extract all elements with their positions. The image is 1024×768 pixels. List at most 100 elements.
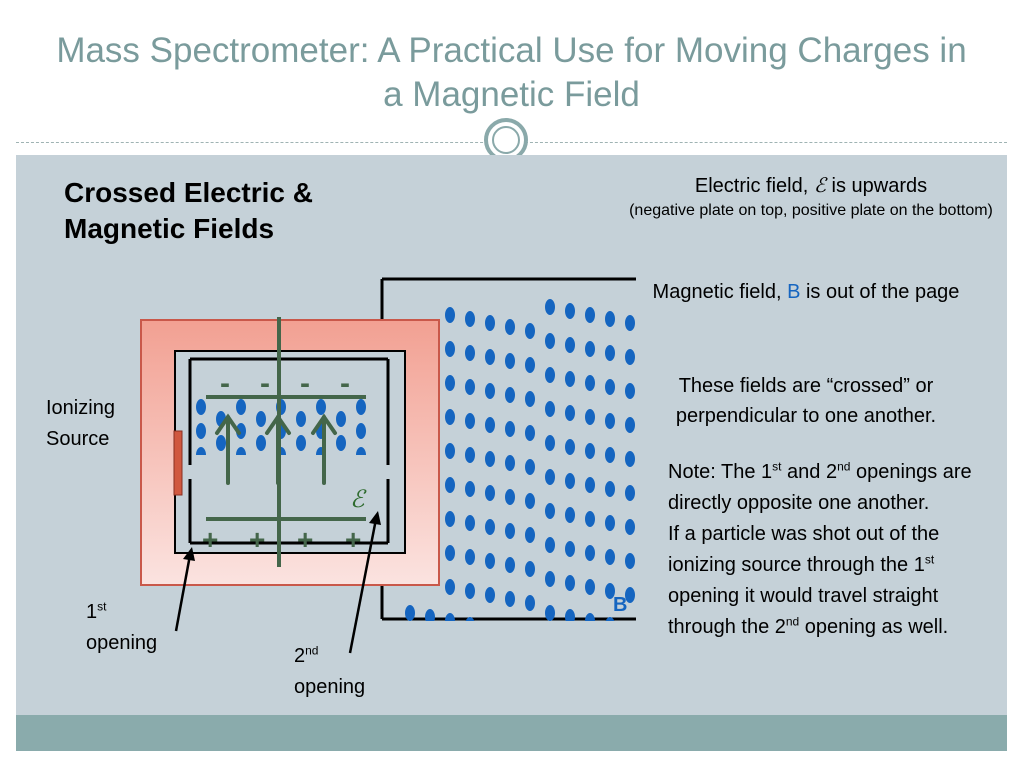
content-area: - - - - + + + + ℰ B	[16, 155, 1007, 715]
field-dot	[545, 367, 555, 383]
inner-field-dot	[216, 435, 226, 451]
field-dot	[545, 605, 555, 621]
field-dot	[545, 401, 555, 417]
field-dot	[445, 375, 455, 391]
field-dot	[425, 609, 435, 621]
field-dot	[465, 651, 475, 667]
field-dot	[545, 299, 555, 315]
field-dot	[525, 493, 535, 509]
opening1-number: 1	[86, 601, 98, 623]
field-dot	[445, 443, 455, 459]
field-dot	[405, 605, 415, 621]
field-dot	[565, 575, 575, 591]
field-dot	[525, 663, 535, 679]
electric-field-symbol-text: ℰ	[813, 173, 826, 197]
field-dot	[565, 405, 575, 421]
field-dot	[565, 337, 575, 353]
field-dot	[645, 625, 655, 641]
field-dot	[525, 323, 535, 339]
field-dot	[565, 371, 575, 387]
field-dot	[625, 587, 635, 603]
field-dot	[585, 511, 595, 527]
section-heading: Crossed Electric & Magnetic Fields	[64, 177, 313, 244]
plus-sign: +	[297, 524, 313, 555]
ionizing-label-line: Ionizing	[46, 397, 115, 419]
field-dot	[525, 561, 535, 577]
opening2-word: opening	[294, 676, 366, 698]
electric-field-sep: ,	[802, 175, 809, 197]
field-dot	[565, 609, 575, 621]
field-dot	[425, 643, 435, 659]
inner-field-dot	[256, 435, 266, 451]
field-dot	[665, 323, 675, 339]
inner-field-dot	[196, 399, 206, 415]
inner-field-dot	[196, 423, 206, 439]
note-text-part: and 2	[781, 461, 838, 483]
field-dot	[625, 315, 635, 331]
field-dot	[545, 571, 555, 587]
field-dot	[545, 469, 555, 485]
note-text-part: opening it would travel straight through…	[668, 585, 939, 638]
inner-field-dot	[356, 399, 366, 415]
field-dot	[445, 545, 455, 561]
note-superscript: st	[772, 459, 782, 474]
field-dot	[625, 655, 635, 671]
field-dot	[605, 413, 615, 429]
note-paragraph-1: Note: The 1st and 2nd openings are direc…	[668, 457, 998, 519]
magnetic-field-direction: is out of the page	[805, 281, 960, 303]
electric-field-detail: (negative plate on top, positive plate o…	[629, 202, 993, 219]
field-dot	[505, 557, 515, 573]
field-dot	[505, 523, 515, 539]
opening2-pointer	[348, 511, 381, 654]
ionizing-source-label: Ionizing Source	[46, 393, 115, 455]
field-dot	[625, 553, 635, 569]
field-dot	[445, 579, 455, 595]
field-dot	[605, 617, 615, 621]
second-opening-label: 2nd opening	[294, 641, 365, 703]
field-dot	[605, 379, 615, 395]
field-dot	[585, 409, 595, 425]
inner-field-dot	[356, 447, 366, 455]
note-text-part: If a particle was shot out of the ionizi…	[668, 523, 940, 576]
field-dot	[645, 353, 655, 369]
inner-field-dot	[296, 411, 306, 427]
field-dot	[445, 477, 455, 493]
field-dot	[545, 435, 555, 451]
field-dot	[625, 519, 635, 535]
field-dot	[645, 319, 655, 335]
field-dot	[525, 595, 535, 611]
field-dot	[525, 459, 535, 475]
field-dot	[625, 621, 635, 637]
field-dot	[505, 625, 515, 641]
inner-field-dot	[296, 435, 306, 451]
electric-field-description: Electric field, ℰ is upwards (negative p…	[626, 171, 996, 222]
field-dot	[485, 349, 495, 365]
magnetic-field-label: Magnetic field,	[652, 281, 782, 303]
field-dot	[405, 639, 415, 655]
slide: Mass Spectrometer: A Practical Use for M…	[16, 15, 1007, 751]
crossed-fields-text: These fields are “crossed” or perpendicu…	[675, 375, 937, 427]
inner-field-dot	[336, 435, 346, 451]
opening1-superscript: st	[97, 599, 107, 614]
opening2-number: 2	[294, 645, 306, 667]
field-dot	[465, 549, 475, 565]
field-dot	[465, 447, 475, 463]
field-dot	[525, 527, 535, 543]
field-dot	[605, 311, 615, 327]
electric-field-arrow	[311, 413, 337, 485]
field-dot	[485, 621, 495, 637]
field-dot	[445, 409, 455, 425]
note-text-part: openings are directly opposite one anoth…	[668, 461, 972, 514]
plus-sign: +	[345, 524, 361, 555]
field-dot	[505, 591, 515, 607]
field-dot	[485, 485, 495, 501]
field-dot	[605, 447, 615, 463]
field-dot	[625, 349, 635, 365]
electric-field-arrow	[265, 413, 291, 485]
field-dot	[445, 341, 455, 357]
field-dot	[485, 655, 495, 671]
field-dot	[485, 553, 495, 569]
field-dot	[485, 417, 495, 433]
field-dot	[505, 319, 515, 335]
minus-sign: -	[300, 367, 310, 400]
